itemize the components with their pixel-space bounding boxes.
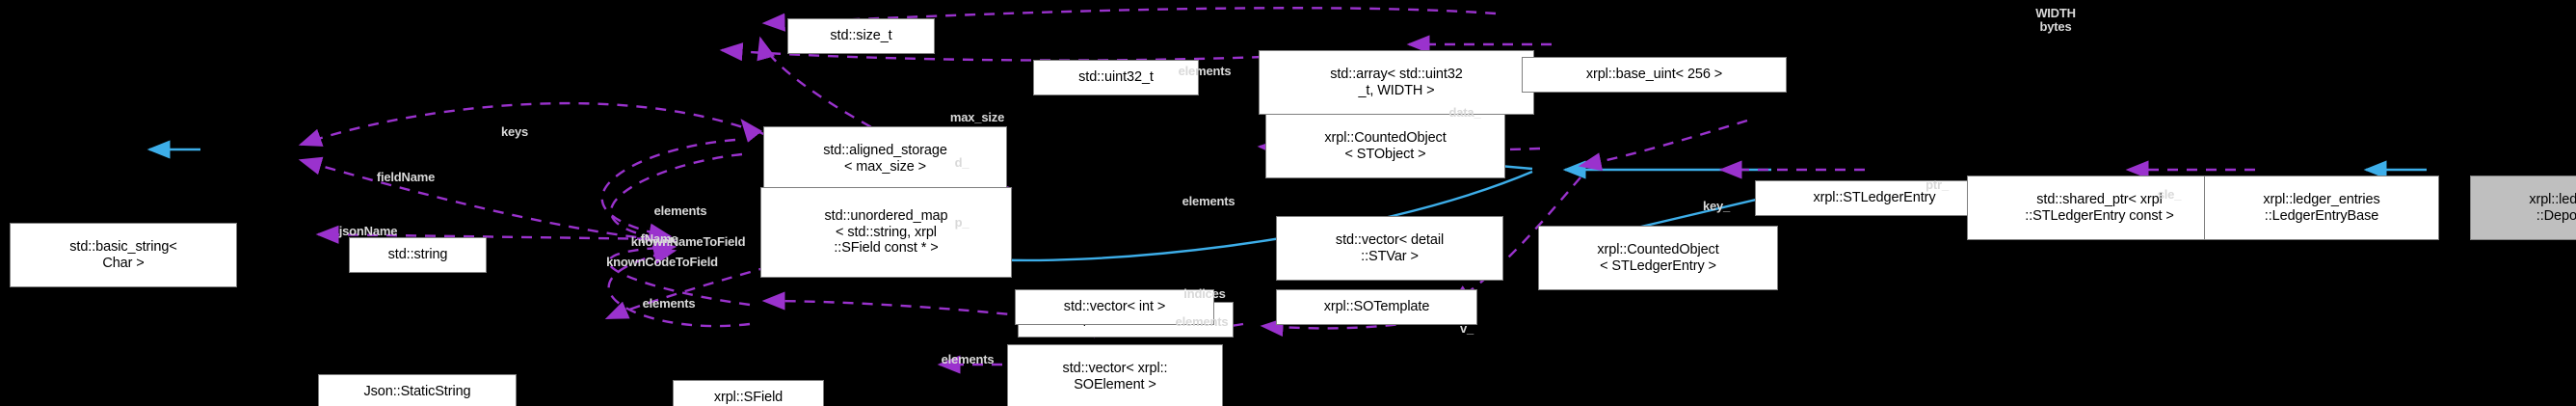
class-node-sfield[interactable]: xrpl::SField (673, 380, 824, 406)
class-node-size_t[interactable]: std::size_t (787, 18, 935, 54)
class-node-shared_ptr_sle[interactable]: std::shared_ptr< xrpl ::STLedgerEntry co… (1967, 176, 2232, 240)
edge-label-elements_4: elements (1182, 194, 1235, 208)
class-node-depositpreauth: xrpl::ledger_entries ::DepositPreauth (2470, 176, 2576, 240)
class-node-countedobject_sle[interactable]: xrpl::CountedObject < STLedgerEntry > (1538, 226, 1778, 290)
class-node-umap_string_sfield[interactable]: std::unordered_map < std::string, xrpl :… (760, 187, 1012, 278)
class-node-stledgerentry[interactable]: xrpl::STLedgerEntry (1755, 180, 1994, 216)
edge-label-elements_6: elements (941, 352, 995, 366)
edge-label-d_: d_ (954, 155, 969, 170)
class-node-base_uint[interactable]: xrpl::base_uint< 256 > (1522, 57, 1787, 93)
edge-label-ptr_: ptr_ (1925, 177, 1949, 192)
edge-label-keys: keys (500, 124, 529, 139)
edge-label-WIDTHbytes: WIDTH bytes (2035, 6, 2076, 35)
edge-label-sle_: sle_ (2157, 187, 2182, 202)
edge-label-elements_1: elements (653, 203, 707, 218)
class-node-countedobject_stobj[interactable]: xrpl::CountedObject < STObject > (1265, 114, 1505, 178)
edge-label-key_: key_ (1702, 199, 1731, 213)
class-node-aligned_storage[interactable]: std::aligned_storage < max_size > (763, 126, 1007, 191)
class-node-ledgerentrybase[interactable]: xrpl::ledger_entries ::LedgerEntryBase (2204, 176, 2439, 240)
class-node-staticstring[interactable]: Json::StaticString (318, 374, 517, 406)
edge-label-knownCodeToField: knownCodeToField (606, 255, 718, 269)
edge-label-elements_3: elements (1178, 64, 1232, 78)
edge-label-indices: indices (1183, 286, 1226, 301)
edge-label-jsonName: jsonName (338, 224, 398, 238)
edge-label-data_: data_ (1448, 105, 1481, 120)
class-node-string[interactable]: std::string (349, 237, 487, 273)
edge-label-elements_2: elements (642, 296, 696, 311)
class-node-vector_stvar[interactable]: std::vector< detail ::STVar > (1276, 216, 1503, 281)
edge-label-p_: p_ (954, 215, 969, 230)
class-node-uint32_t[interactable]: std::uint32_t (1033, 60, 1199, 95)
class-node-vector_soelement[interactable]: std::vector< xrpl:: SOElement > (1007, 344, 1223, 406)
edge-label-v_: v_ (1459, 321, 1474, 336)
class-node-basic_string[interactable]: std::basic_string< Char > (10, 223, 237, 287)
edge-label-max_size: max_size (949, 110, 1005, 124)
class-node-vector_int[interactable]: std::vector< int > (1015, 289, 1214, 325)
edge-label-fName: fName (640, 231, 678, 246)
edge-label-fieldName: fieldName (376, 170, 436, 184)
class-node-array_uint32[interactable]: std::array< std::uint32 _t, WIDTH > (1259, 50, 1534, 115)
class-node-sotemplate[interactable]: xrpl::SOTemplate (1276, 289, 1477, 325)
edge-label-elements_5: elements (1175, 314, 1229, 329)
edge-label-knownNameToField: knownNameToField (630, 234, 746, 249)
